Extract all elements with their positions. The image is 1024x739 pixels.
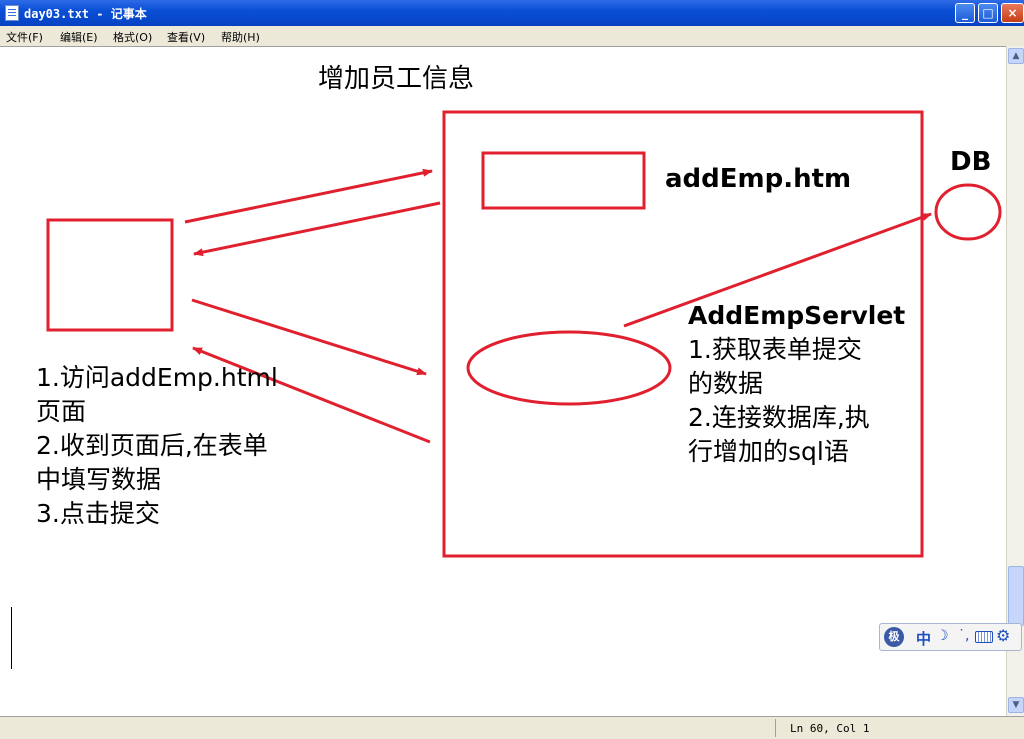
- cursor-position: Ln 60, Col 1: [790, 722, 870, 735]
- server-box: [442, 110, 924, 558]
- status-divider: [775, 719, 776, 737]
- ime-punctuation-icon[interactable]: ˙,: [958, 628, 970, 644]
- servlet-ellipse: [466, 330, 672, 406]
- menu-format[interactable]: 格式(O): [113, 31, 153, 44]
- servlet-line: AddEmpServlet: [688, 301, 906, 330]
- window-title: day03.txt - 记事本: [24, 7, 147, 21]
- gear-icon[interactable]: ⚙: [996, 626, 1011, 645]
- db-label: DB: [950, 147, 992, 177]
- menu-file[interactable]: 文件(F): [6, 31, 43, 44]
- menu-view[interactable]: 查看(V): [167, 31, 206, 44]
- close-button[interactable]: ×: [1001, 3, 1024, 23]
- servlet-line: 行增加的sql语: [688, 437, 849, 466]
- diagram-heading: 增加员工信息: [318, 64, 475, 94]
- client-line: 3.点击提交: [36, 499, 160, 528]
- menu-bar: 文件(F) 编辑(E) 格式(O) 查看(V) 帮助(H): [0, 26, 1024, 46]
- client-line: 1.访问addEmp.html: [36, 363, 278, 392]
- servlet-line: 2.连接数据库,执: [688, 403, 870, 432]
- arrow-return-page: [193, 201, 441, 257]
- scroll-up-button[interactable]: ▲: [1008, 48, 1024, 64]
- text-editor-area[interactable]: [0, 46, 1006, 717]
- vertical-scrollbar[interactable]: ▲ ▼: [1006, 46, 1024, 716]
- notepad-icon: [5, 5, 19, 21]
- arrow-response: [192, 346, 431, 444]
- ime-halfwidth-icon[interactable]: ☽: [936, 628, 949, 644]
- menu-help[interactable]: 帮助(H): [221, 31, 260, 44]
- menu-edit[interactable]: 编辑(E): [60, 31, 98, 44]
- arrow-submit-form: [191, 298, 427, 376]
- title-bar: day03.txt - 记事本 _ □ ×: [0, 0, 1024, 26]
- ime-logo-icon[interactable]: 极: [884, 627, 904, 647]
- client-line: 2.收到页面后,在表单: [36, 431, 268, 460]
- arrow-to-db: [623, 212, 932, 328]
- scroll-down-button[interactable]: ▼: [1008, 697, 1024, 713]
- ime-mode-toggle[interactable]: 中: [916, 630, 932, 648]
- client-line: 页面: [36, 397, 87, 426]
- text-caret: [11, 607, 12, 669]
- scroll-thumb[interactable]: [1008, 566, 1024, 626]
- status-bar: Ln 60, Col 1: [0, 716, 1024, 739]
- ime-toolbar: 极 中 ☽ ˙, ⚙: [879, 623, 1022, 651]
- form-label: addEmp.htm: [665, 164, 852, 194]
- client-line: 中填写数据: [36, 465, 162, 494]
- arrow-request-page: [184, 168, 433, 224]
- client-box: [46, 218, 174, 332]
- diagram-canvas: [46, 110, 1002, 558]
- maximize-button[interactable]: □: [978, 3, 998, 23]
- html-form-box: [481, 151, 646, 210]
- minimize-button[interactable]: _: [955, 3, 975, 23]
- db-ellipse: [934, 183, 1002, 241]
- servlet-line: 的数据: [688, 369, 764, 398]
- keyboard-icon[interactable]: [975, 631, 993, 643]
- servlet-line: 1.获取表单提交: [688, 335, 862, 364]
